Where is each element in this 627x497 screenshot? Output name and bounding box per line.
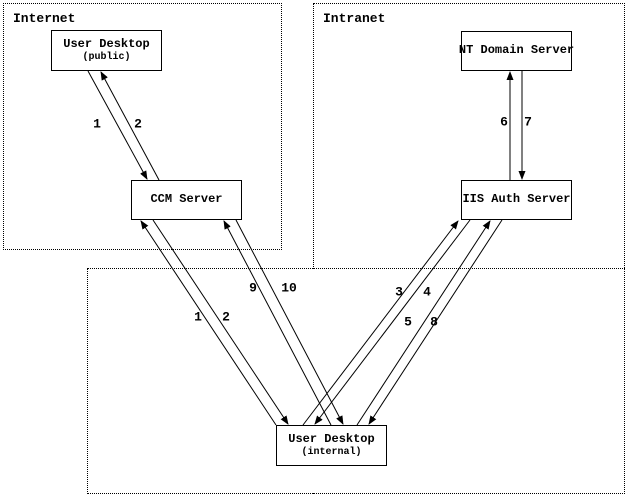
- node-title: NT Domain Server: [458, 43, 575, 58]
- intranet-zone-label: Intranet: [323, 11, 386, 26]
- flow-label-9: 9: [249, 280, 257, 296]
- flow-label-2-public: 2: [134, 116, 142, 132]
- node-title: User Desktop: [288, 432, 375, 447]
- node-subtitle: (public): [82, 51, 131, 63]
- node-title: IIS Auth Server: [462, 192, 571, 207]
- flow-label-8: 8: [430, 314, 438, 330]
- node-subtitle: (internal): [301, 446, 362, 458]
- node-nt-domain-server: NT Domain Server: [458, 31, 575, 71]
- internet-zone-label: Internet: [13, 11, 76, 26]
- flow-label-10: 10: [281, 280, 297, 296]
- node-title: CCM Server: [150, 192, 223, 207]
- flow-label-1-public: 1: [93, 116, 101, 132]
- flow-label-7: 7: [524, 114, 532, 130]
- flow-label-4: 4: [423, 284, 431, 300]
- node-user-desktop-public: User Desktop (public): [51, 30, 162, 71]
- node-title: User Desktop: [63, 37, 150, 52]
- node-ccm-server: CCM Server: [131, 180, 242, 220]
- flow-label-5: 5: [404, 314, 412, 330]
- node-iis-auth-server: IIS Auth Server: [461, 180, 572, 220]
- flow-label-3: 3: [395, 284, 403, 300]
- intranet-zone-left-edge: [313, 3, 314, 269]
- node-user-desktop-internal: User Desktop (internal): [276, 425, 387, 466]
- flow-label-2-internal: 2: [222, 309, 230, 325]
- flow-label-6: 6: [500, 114, 508, 130]
- flow-label-1-internal: 1: [194, 309, 202, 325]
